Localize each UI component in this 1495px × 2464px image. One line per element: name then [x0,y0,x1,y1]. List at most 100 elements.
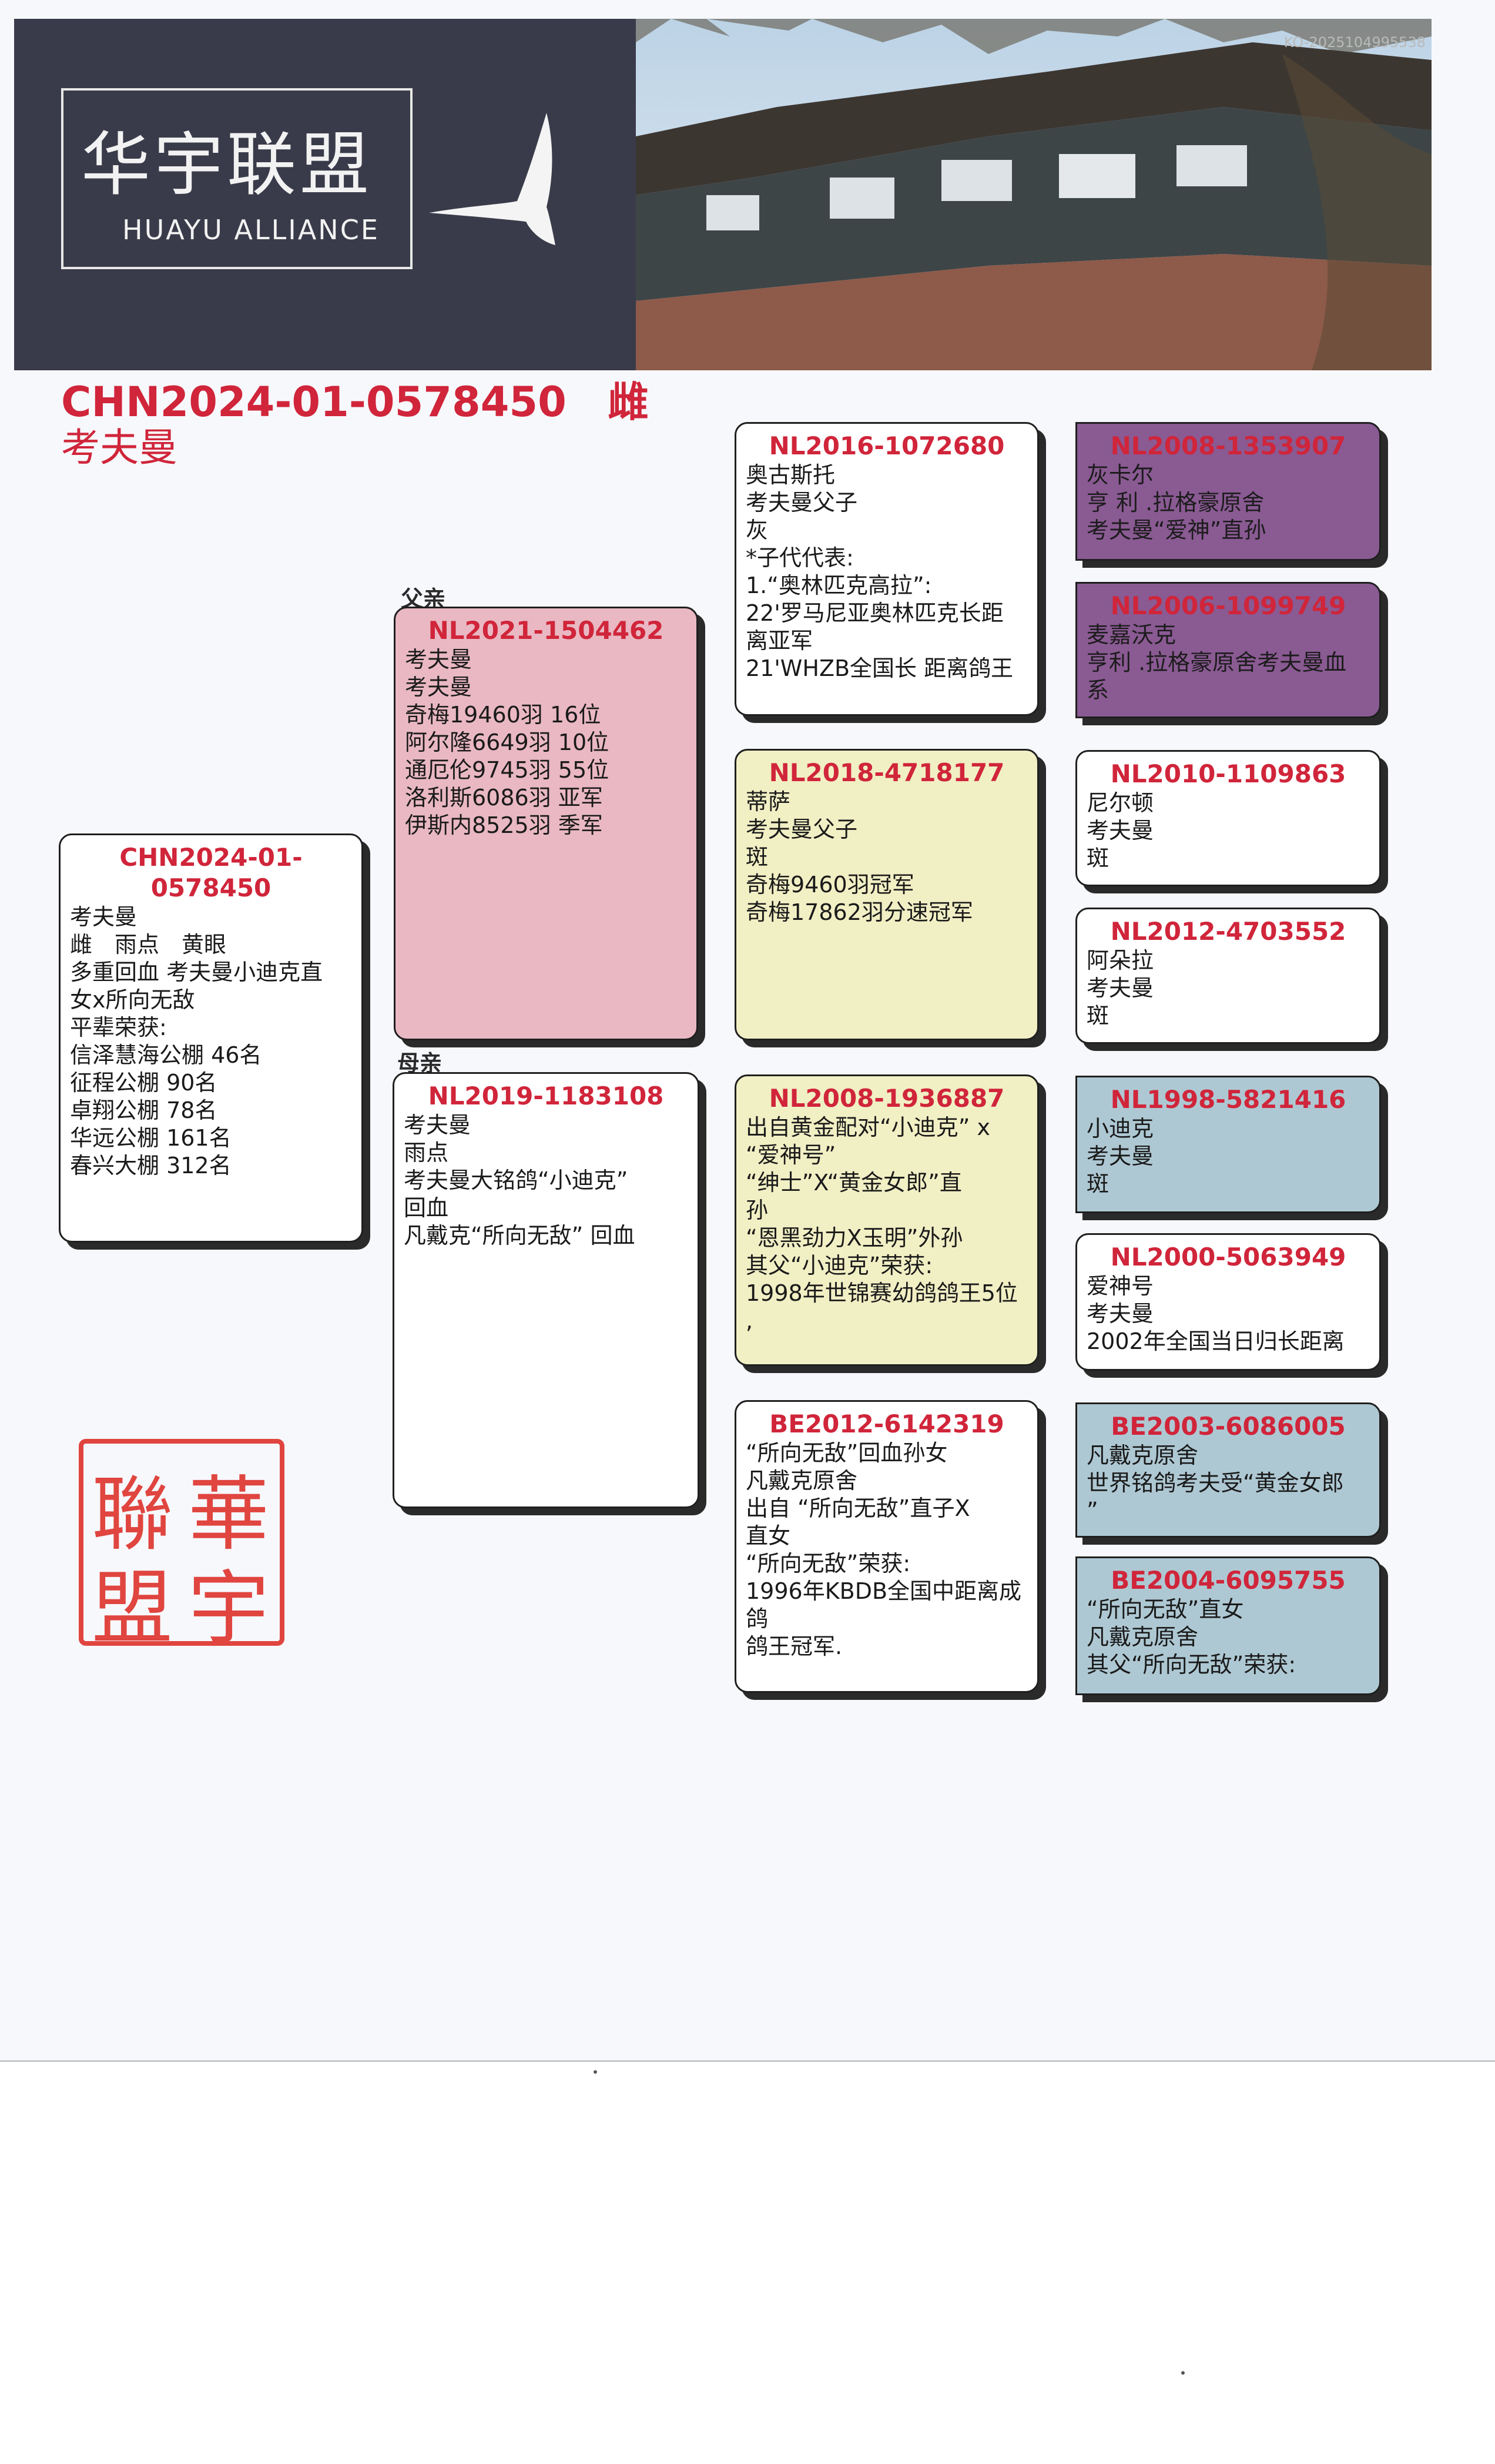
card-line: 斑 [1087,845,1109,871]
card-ring-number: NL2000-5063949 [1110,1243,1346,1271]
card-line: “爱神号” [746,1142,836,1168]
card-line: 奇梅9460羽冠军 [746,872,914,898]
card-ring-number: CHN2024-01-0578450 [119,843,303,902]
logo: 华宇联盟 HUAYU ALLIANCE [61,88,413,269]
card-line: 灰 [746,517,769,543]
granddam-sire-side-card: NL2018-4718177 蒂萨 考夫曼父子 斑 奇梅9460羽冠军 奇梅17… [735,749,1039,1040]
title-gender: 雌 [607,378,649,426]
card-ring-number: NL2018-4718177 [769,758,1005,787]
card-line: 考夫曼 [405,674,472,700]
card-line: 考夫曼父子 [746,816,858,842]
card-line: 鸽 [746,1606,769,1632]
logo-chinese-text: 华宇联盟 [81,124,373,205]
sire-card: NL2021-1504462 考夫曼 考夫曼 奇梅19460羽 16位 阿尔隆6… [394,607,698,1040]
card-line: 征程公棚 90名 [70,1070,217,1096]
header-banner: 华宇联盟 HUAYU ALLIANCE [14,19,1432,370]
card-line: 凡戴克原舍 [1087,1442,1199,1468]
page-title-ring: CHN2024-01-0578450 雌 [61,369,649,428]
card-line: 蒂萨 [746,789,791,815]
card-ring-number: NL2019-1183108 [428,1082,664,1110]
great-grandparent-card-8: BE2004-6095755 “所向无敌”直女 凡戴克原舍 其父“所向无敌”荣获… [1075,1556,1381,1695]
card-line: 世界铭鸽考夫受“黄金女郎 [1087,1470,1344,1496]
card-ring-number: BE2003-6086005 [1111,1412,1346,1441]
card-ring-number: BE2012-6142319 [769,1410,1004,1438]
card-ring-number: NL2010-1109863 [1110,759,1346,788]
dam-label: 母亲 [397,1050,443,1076]
card-line: 平辈荣获: [70,1015,167,1040]
granddam-dam-side-card: BE2012-6142319 “所向无敌”回血孙女 凡戴克原舍 出自 “所向无敌… [735,1400,1039,1693]
card-line: 出自黄金配对“小迪克” x [746,1114,990,1140]
card-line: 鸽王冠军. [746,1633,843,1659]
card-line: “所向无敌”荣获: [746,1551,911,1576]
card-line: 考夫曼父子 [746,490,858,515]
card-line: *子代代表: [746,545,854,571]
card-line: 考夫曼 [1087,1301,1154,1327]
scan-speck [594,2070,597,2074]
card-line: 斑 [746,844,769,870]
card-line: 离亚军 [746,628,813,654]
card-line: 阿朵拉 [1087,948,1154,973]
card-ring-number: BE2004-6095755 [1111,1566,1346,1595]
card-line: “所向无敌”直女 [1087,1596,1244,1622]
card-line: 21'WHZB全国长 距离鸽王 [746,655,1014,681]
stamp-char: 宇 [188,1561,270,1656]
card-line: 其父“所向无敌”荣获: [1087,1652,1296,1678]
card-line: 考夫曼 [70,904,138,930]
card-line: 斑 [1087,1171,1109,1197]
card-line: 信泽慧海公棚 46名 [70,1042,262,1068]
card-line: 斑 [1087,1003,1109,1029]
title-ring-number: CHN2024-01-0578450 [61,378,567,426]
card-line: 其父“小迪克”荣获: [746,1253,933,1278]
card-line: 奥古斯托 [746,462,836,488]
card-line: 尼尔顿 [1087,790,1154,816]
card-line: 通厄伦9745羽 55位 [405,757,609,783]
grandsire-dam-side-card: NL2008-1936887 出自黄金配对“小迪克” x “爱神号” “绅士”X… [735,1074,1039,1366]
card-ring-number: NL2006-1099749 [1110,591,1346,620]
card-line: “所向无敌”回血孙女 [746,1440,948,1466]
card-line: 2002年全国当日归长距离 [1087,1328,1345,1354]
logo-english-text: HUAYU ALLIANCE [122,214,380,246]
card-line: 考夫曼 [1087,975,1154,1001]
card-line: 凡戴克“所向无敌” 回血 [404,1223,635,1248]
card-line: 直女 [746,1523,791,1549]
card-line: 考夫曼 [404,1112,471,1138]
seal-stamp: 華 宇 聯 盟 [79,1439,284,1656]
card-line: 1998年世锦赛幼鸽鸽王5位 [746,1280,1018,1306]
stamp-char: 華 [188,1467,270,1562]
card-line: 华远公棚 161名 [70,1125,232,1151]
page-title-bloodline: 考夫曼 [61,425,177,470]
card-line: 考夫曼 [405,647,472,672]
header-logo-panel: 华宇联盟 HUAYU ALLIANCE [14,19,636,370]
card-line: 春兴大棚 312名 [70,1153,232,1179]
card-line: 亨利 .拉格豪原舍考夫曼血 [1087,650,1347,675]
card-line: 1.“奥林匹克高拉”: [746,573,932,598]
card-line: 孙 [746,1197,769,1223]
card-line: “绅士”X“黄金女郎”直 [746,1170,962,1196]
card-line: 考夫曼 [1087,1143,1154,1169]
card-line: 伊斯内8525羽 季军 [405,812,603,838]
great-grandparent-card-2: NL2006-1099749 麦嘉沃克 亨利 .拉格豪原舍考夫曼血 系 [1075,582,1381,718]
great-grandparent-card-3: NL2010-1109863 尼尔顿 考夫曼 斑 [1075,750,1381,886]
card-line: 阿尔隆6649羽 10位 [405,729,609,755]
card-line: 雌 雨点 黄眼 [70,932,227,958]
great-grandparent-card-6: NL2000-5063949 爱神号 考夫曼 2002年全国当日归长距离 [1075,1233,1381,1371]
great-grandparent-card-7: BE2003-6086005 凡戴克原舍 世界铭鸽考夫受“黄金女郎 ” [1075,1402,1381,1538]
card-line: 凡戴克原舍 [746,1468,858,1494]
card-line: 女x所向无敌 [70,987,195,1013]
card-line: 卓翔公棚 78名 [70,1097,217,1123]
card-line: ” [1087,1498,1098,1524]
card-line: “恩黑劲力X玉明”外孙 [746,1225,963,1251]
card-line: 考夫曼 [1087,818,1154,843]
card-ring-number: NL1998-5821416 [1110,1085,1346,1114]
card-line: 灰卡尔 [1087,462,1154,488]
card-line: 小迪克 [1087,1116,1154,1141]
card-line: 1996年KBDB全国中距离成 [746,1578,1022,1604]
card-line: 雨点 [404,1140,449,1166]
stamp-char: 聯 [92,1467,173,1562]
card-line: 考夫曼“爱神”直孙 [1087,517,1266,543]
grandsire-sire-side-card: NL2016-1072680 奥古斯托 考夫曼父子 灰 *子代代表: 1.“奥林… [735,422,1039,716]
loft-photo: KO-2025104995538 [636,19,1432,370]
great-grandparent-card-4: NL2012-4703552 阿朵拉 考夫曼 斑 [1075,908,1381,1044]
loft-photo-image [636,19,1432,370]
card-ring-number: NL2012-4703552 [1110,917,1346,946]
